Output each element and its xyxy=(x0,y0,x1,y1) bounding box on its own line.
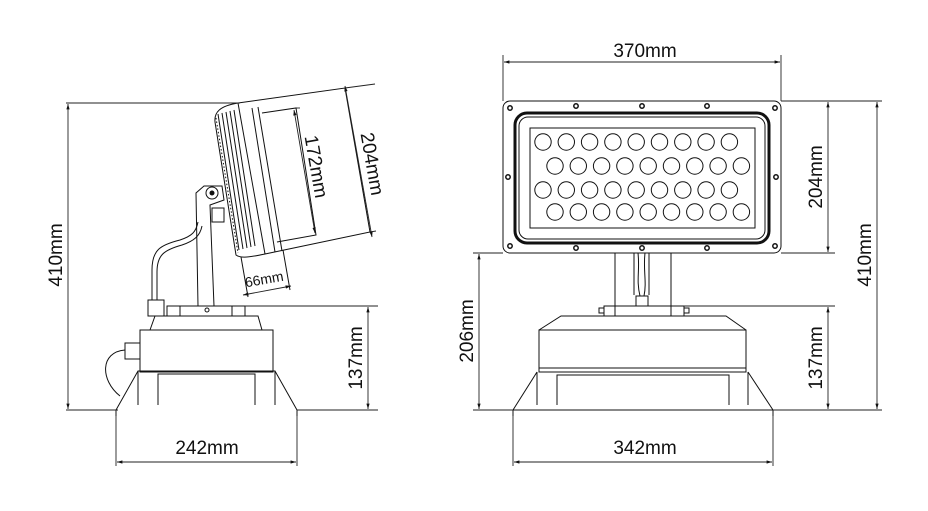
led-lens xyxy=(534,133,552,151)
led-lens xyxy=(674,181,692,199)
led-lens xyxy=(616,157,634,175)
led-lens xyxy=(592,157,611,175)
led-lens xyxy=(627,181,645,199)
led-lens xyxy=(674,133,692,151)
side-lamp-height-label: 204mm xyxy=(356,131,388,197)
led-lens xyxy=(569,157,587,175)
led-lens xyxy=(546,157,564,175)
side-arm xyxy=(195,185,225,313)
led-lens xyxy=(697,181,715,199)
side-lamp-depth-label: 66mm xyxy=(244,268,285,291)
front-view: 370mm 204mm 206mm 137mm 410mm 342mm xyxy=(457,41,882,466)
led-lens xyxy=(720,181,739,199)
led-lens xyxy=(662,157,681,175)
led-lens xyxy=(732,203,751,221)
led-lens xyxy=(650,181,669,199)
led-lens xyxy=(720,133,739,151)
side-base-height-label: 137mm xyxy=(346,326,367,389)
led-lens xyxy=(627,133,645,151)
screw-icon xyxy=(505,174,511,180)
screw-icon xyxy=(772,105,778,111)
side-base xyxy=(105,221,298,416)
side-view: 410mm 204mm 172mm 66mm 137mm 242mm xyxy=(46,83,388,466)
front-base xyxy=(512,315,774,416)
led-lens xyxy=(686,203,704,221)
led-lens xyxy=(592,203,611,221)
front-stand xyxy=(598,252,690,317)
front-total-height-label: 410mm xyxy=(855,223,876,286)
led-lens xyxy=(580,133,599,151)
screw-icon xyxy=(639,103,645,109)
led-lens xyxy=(686,157,704,175)
front-base-height-label: 137mm xyxy=(806,326,827,389)
led-lens xyxy=(534,181,552,199)
screws xyxy=(505,103,779,251)
screw-icon xyxy=(704,245,710,251)
cable-gland-icon xyxy=(635,295,649,307)
led-lens xyxy=(569,203,587,221)
led-lens xyxy=(697,133,715,151)
screw-icon xyxy=(507,243,513,249)
led-lens xyxy=(639,203,657,221)
side-dimensions: 410mm 204mm 172mm 66mm 137mm 242mm xyxy=(46,83,388,466)
heat-sink-fins xyxy=(215,109,256,254)
front-dimensions: 370mm 204mm 206mm 137mm 410mm 342mm xyxy=(457,41,882,466)
side-total-height-label: 410mm xyxy=(46,223,67,286)
led-lens xyxy=(709,203,727,221)
led-lens xyxy=(650,133,669,151)
led-lens xyxy=(557,181,575,199)
front-stand-height-label: 206mm xyxy=(457,299,478,362)
led-lens xyxy=(732,157,751,175)
led-lens xyxy=(557,133,575,151)
screw-icon xyxy=(639,245,645,251)
side-lamp-head xyxy=(214,87,371,298)
cable-gland-icon xyxy=(124,342,141,360)
screw-icon xyxy=(573,245,579,251)
led-lens xyxy=(546,203,564,221)
side-lens-height-label: 172mm xyxy=(300,134,332,200)
screw-icon xyxy=(773,174,779,180)
led-lens xyxy=(639,157,657,175)
front-lamp-width-label: 370mm xyxy=(613,41,676,62)
screw-icon xyxy=(507,105,513,111)
led-lens xyxy=(709,157,727,175)
led-lens xyxy=(604,133,622,151)
screw-icon xyxy=(704,103,710,109)
screw-icon xyxy=(772,243,778,249)
front-base-width-label: 342mm xyxy=(613,438,676,459)
front-lamp-head xyxy=(502,100,782,254)
led-array xyxy=(534,133,751,221)
screw-icon xyxy=(573,103,579,109)
side-base-width-label: 242mm xyxy=(175,438,238,459)
front-lamp-height-label: 204mm xyxy=(806,145,827,208)
cable-gland-icon xyxy=(147,299,165,317)
led-lens xyxy=(662,203,681,221)
led-lens xyxy=(580,181,599,199)
led-lens xyxy=(604,181,622,199)
led-lens xyxy=(616,203,634,221)
